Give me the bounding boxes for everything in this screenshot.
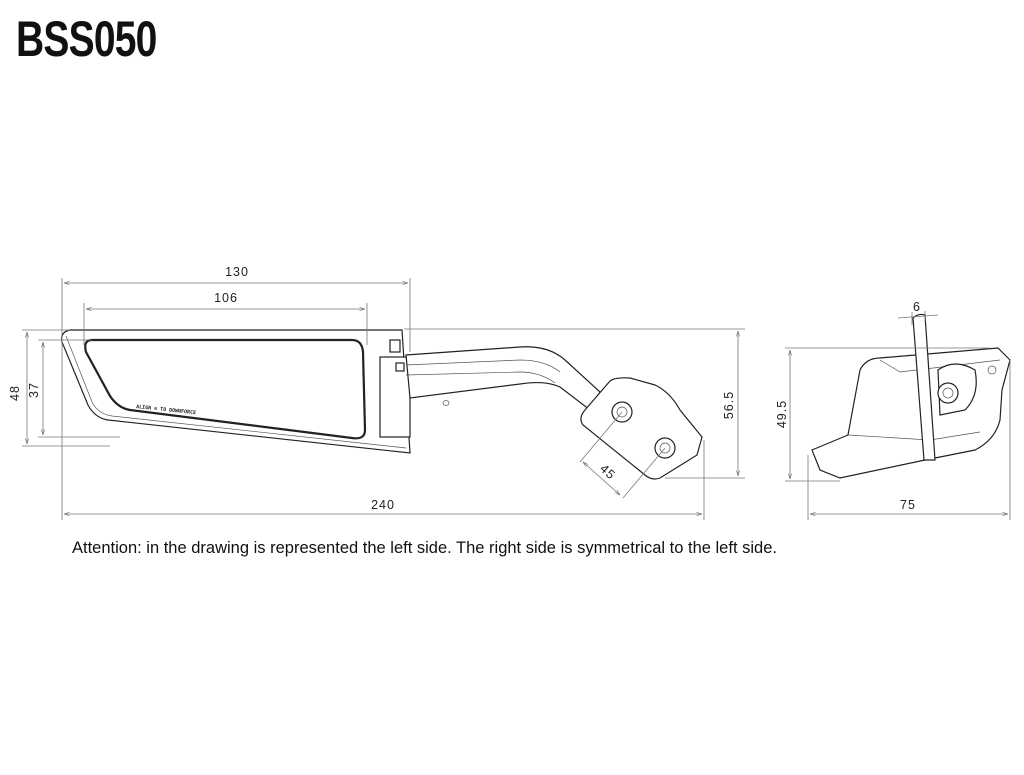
dim-label-130: 130 [225,265,249,279]
product-code-title: BSS050 [16,11,157,67]
dim-label-6: 6 [913,300,921,314]
dim-label-75: 75 [900,498,916,512]
dimension-lines [22,278,1011,520]
mirror-side-view [811,313,1011,479]
mirror-front-view: ALIGN ⊘ TO DOWNFORCE [61,329,411,454]
dim-label-45: 45 [597,462,618,483]
dim-label-49-5: 49.5 [775,400,789,428]
dim-label-37: 37 [27,382,41,398]
dim-label-48: 48 [8,385,22,401]
dim-label-106: 106 [214,291,238,305]
mirror-arm [405,346,601,411]
attention-note: Attention: in the drawing is represented… [72,539,777,557]
mounting-plate [580,377,703,480]
dim-label-240: 240 [371,498,395,512]
dim-label-56-5: 56.5 [722,391,736,419]
